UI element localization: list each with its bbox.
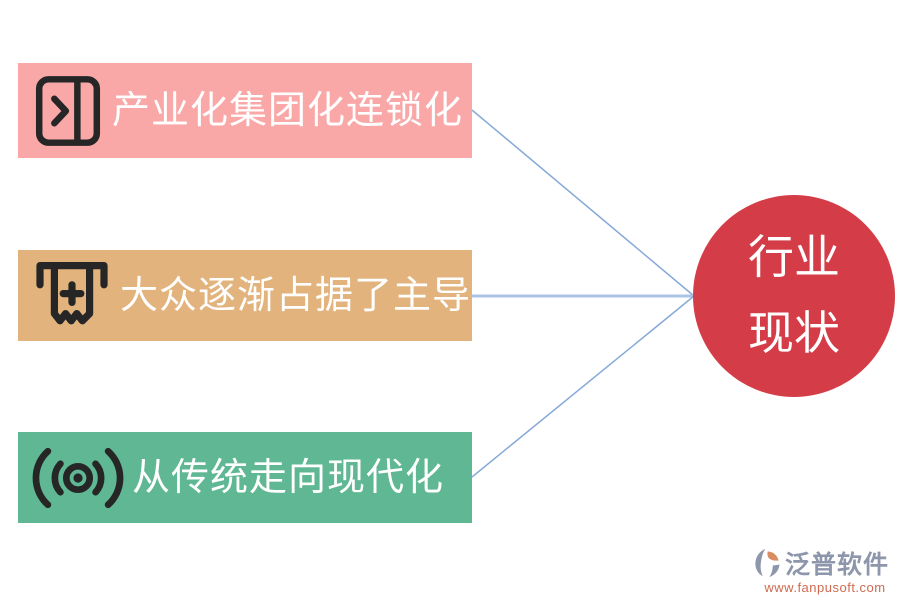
fanpu-logo-icon (752, 547, 782, 579)
connector-top (471, 109, 695, 297)
watermark: 泛普软件 www.fanpusoft.com (752, 545, 898, 595)
receipt-icon (32, 256, 112, 336)
item-bar-modernization: 从传统走向现代化 (18, 432, 472, 523)
item-bar-mass-dominance: 大众逐渐占据了主导 (18, 250, 472, 341)
item-label: 从传统走向现代化 (132, 456, 445, 499)
watermark-brand: 泛普软件 (785, 551, 890, 579)
broadcast-icon (32, 443, 124, 513)
door-open-icon (32, 73, 104, 149)
item-label: 产业化集团化连锁化 (112, 89, 464, 132)
watermark-url: www.fanpusoft.com (764, 580, 886, 595)
center-node: 行业 现状 (693, 195, 895, 397)
connector-bottom (471, 295, 695, 478)
item-bar-industrialization: 产业化集团化连锁化 (18, 63, 472, 158)
center-node-label-line1: 行业 (748, 232, 840, 284)
item-label: 大众逐渐占据了主导 (120, 274, 472, 317)
center-node-label-line2: 现状 (748, 308, 840, 359)
